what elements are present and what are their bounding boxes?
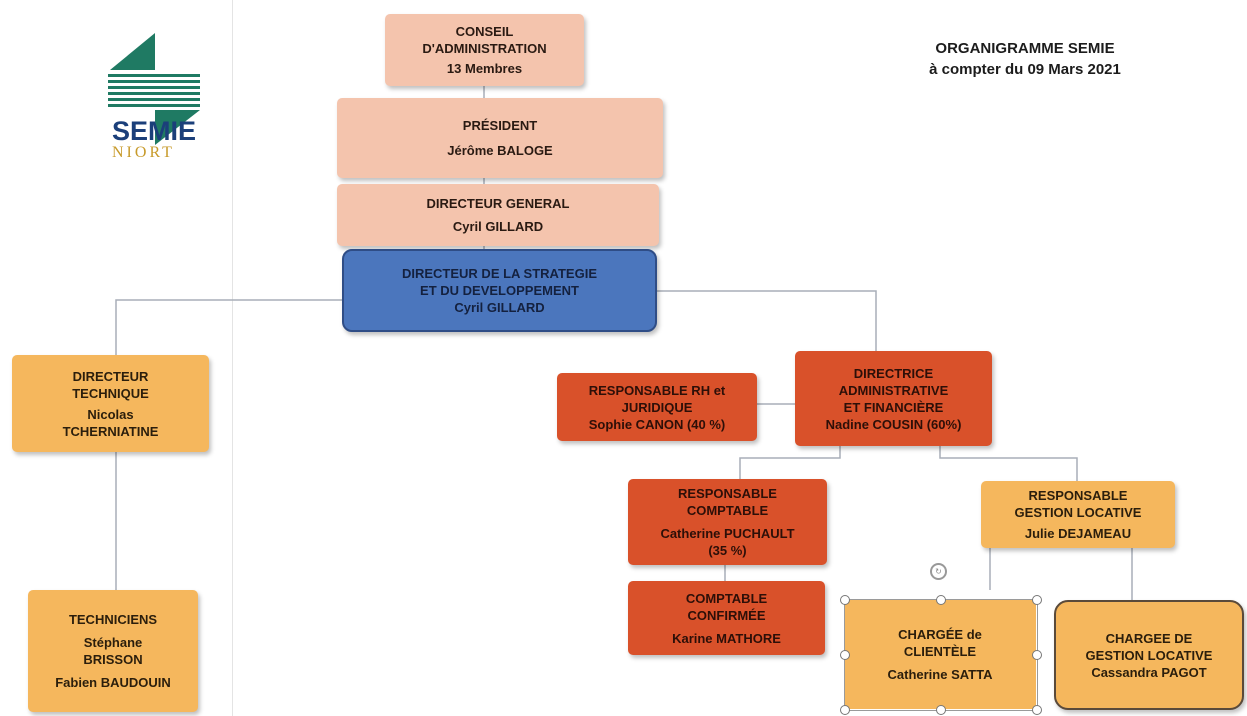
- node-title: TECHNICIENS: [68, 612, 158, 627]
- page-title: ORGANIGRAMME SEMIE à compter du 09 Mars …: [880, 38, 1170, 80]
- node-directeur-technique[interactable]: DIRECTEUR TECHNIQUE Nicolas TCHERNIATINE: [12, 355, 209, 452]
- resize-handle-n[interactable]: [936, 595, 946, 605]
- node-person: TCHERNIATINE: [62, 423, 159, 439]
- resize-handle-ne[interactable]: [1032, 595, 1042, 605]
- node-title: CHARGEE DE: [1105, 630, 1193, 646]
- node-title: TECHNIQUE: [72, 385, 149, 401]
- node-person: Julie DEJAMEAU: [1024, 526, 1132, 541]
- resize-handle-s[interactable]: [936, 705, 946, 715]
- node-person: Stéphane: [83, 635, 143, 650]
- node-title: CLIENTÈLE: [903, 643, 977, 659]
- node-title: COMPTABLE: [686, 503, 769, 518]
- node-title: GESTION LOCATIVE: [1014, 505, 1142, 520]
- page-separator: [232, 0, 233, 716]
- node-person: Cyril GILLARD: [454, 300, 545, 315]
- resize-handle-se[interactable]: [1032, 705, 1042, 715]
- node-person: (35 %): [708, 543, 747, 558]
- node-person: Nicolas: [87, 406, 134, 422]
- rotate-handle-icon[interactable]: ↻: [930, 563, 947, 580]
- node-title: DIRECTEUR GENERAL: [426, 196, 570, 211]
- node-person: Catherine SATTA: [887, 666, 993, 682]
- title-line-2: à compter du 09 Mars 2021: [929, 61, 1121, 78]
- node-title: D'ADMINISTRATION: [422, 41, 547, 56]
- node-person: Fabien BAUDOUIN: [55, 675, 171, 690]
- node-title: RESPONSABLE RH et: [588, 382, 726, 398]
- node-responsable-rh[interactable]: RESPONSABLE RH et JURIDIQUE Sophie CANON…: [557, 373, 757, 441]
- node-detail: 13 Membres: [446, 61, 523, 76]
- node-title: GESTION LOCATIVE: [1085, 647, 1213, 663]
- node-person: Sophie CANON (40 %): [588, 416, 726, 432]
- resize-handle-e[interactable]: [1032, 650, 1042, 660]
- node-title: RESPONSABLE: [1028, 488, 1128, 503]
- node-conseil-administration[interactable]: CONSEIL D'ADMINISTRATION 13 Membres: [385, 14, 584, 86]
- node-title: CHARGÉE de: [898, 626, 982, 642]
- node-comptable-confirmee[interactable]: COMPTABLE CONFIRMÉE Karine MATHORE: [628, 581, 825, 655]
- node-person: Cyril GILLARD: [452, 219, 544, 234]
- node-title: PRÉSIDENT: [462, 118, 538, 133]
- resize-handle-w[interactable]: [840, 650, 850, 660]
- resize-handle-nw[interactable]: [840, 595, 850, 605]
- node-title: DIRECTRICE: [853, 365, 934, 381]
- node-president[interactable]: PRÉSIDENT Jérôme BALOGE: [337, 98, 663, 178]
- node-directeur-strategie[interactable]: DIRECTEUR DE LA STRATEGIE ET DU DEVELOPP…: [342, 249, 657, 332]
- title-line-1: ORGANIGRAMME SEMIE: [935, 40, 1115, 57]
- node-title: ET DU DEVELOPPEMENT: [420, 283, 579, 298]
- node-person: BRISSON: [83, 652, 143, 667]
- node-title: CONSEIL: [455, 24, 514, 39]
- logo-brand-text: SEMIE: [112, 116, 197, 146]
- node-responsable-comptable[interactable]: RESPONSABLE COMPTABLE Catherine PUCHAULT…: [628, 479, 827, 565]
- node-title: ADMINISTRATIVE: [838, 382, 949, 398]
- node-person: Cassandra PAGOT: [1091, 664, 1207, 680]
- node-title: ET FINANCIÈRE: [843, 399, 944, 415]
- node-person: Catherine PUCHAULT: [660, 526, 795, 541]
- node-title: JURIDIQUE: [621, 399, 693, 415]
- resize-handle-sw[interactable]: [840, 705, 850, 715]
- node-title: CONFIRMÉE: [687, 607, 766, 623]
- semie-logo-icon: [108, 33, 200, 145]
- selection-frame: [844, 599, 1038, 711]
- node-directrice-administrative[interactable]: DIRECTRICE ADMINISTRATIVE ET FINANCIÈRE …: [795, 351, 992, 446]
- node-title: DIRECTEUR: [72, 368, 149, 384]
- node-person: Karine MATHORE: [672, 630, 781, 646]
- node-title: DIRECTEUR DE LA STRATEGIE: [401, 266, 597, 281]
- node-responsable-gestion-locative[interactable]: RESPONSABLE GESTION LOCATIVE Julie DEJAM…: [981, 481, 1175, 548]
- node-title: RESPONSABLE: [678, 486, 777, 501]
- node-directeur-general[interactable]: DIRECTEUR GENERAL Cyril GILLARD: [337, 184, 659, 246]
- node-chargee-clientele[interactable]: CHARGÉE de CLIENTÈLE Catherine SATTA: [844, 599, 1036, 709]
- node-person: Jérôme BALOGE: [447, 143, 553, 158]
- node-techniciens[interactable]: TECHNICIENS Stéphane BRISSON Fabien BAUD…: [28, 590, 198, 712]
- node-person: Nadine COUSIN (60%): [825, 416, 962, 432]
- node-title: COMPTABLE: [685, 590, 768, 606]
- node-chargee-gestion-locative[interactable]: CHARGEE DE GESTION LOCATIVE Cassandra PA…: [1054, 600, 1244, 710]
- logo-city-text: NIORT: [112, 144, 175, 161]
